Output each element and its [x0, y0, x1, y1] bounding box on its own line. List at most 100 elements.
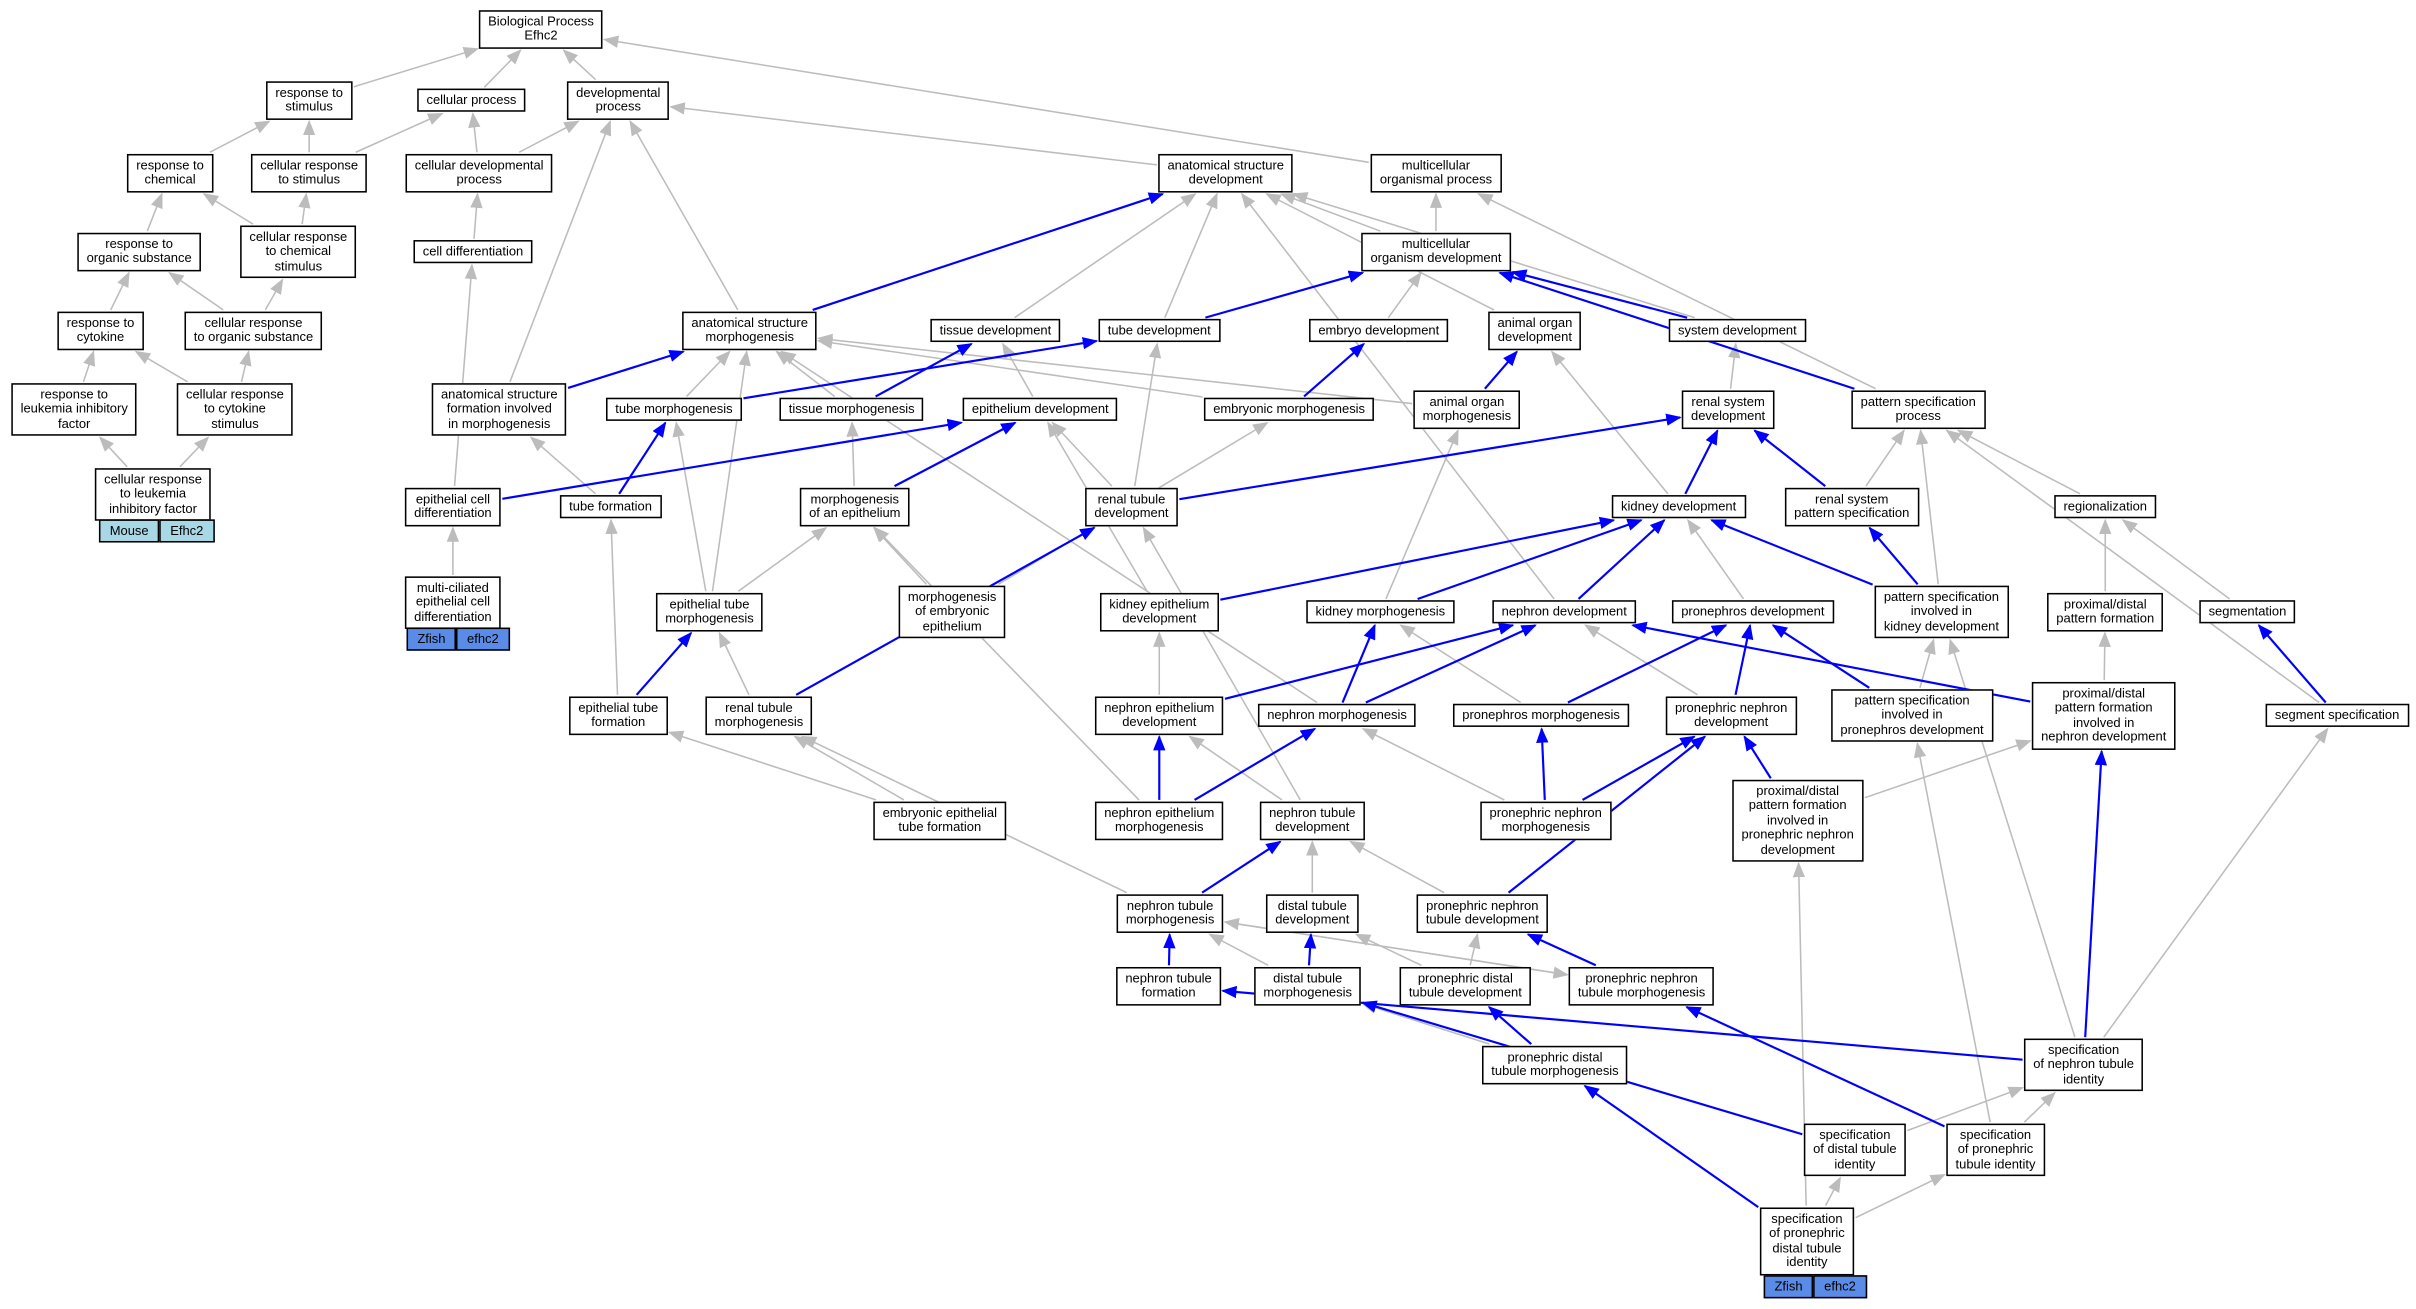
term-response-to-cytokine[interactable]: response to cytokine — [57, 311, 144, 350]
term-morphogenesis-of-embryonic-epithelium[interactable]: morphogenesis of embryonic epithelium — [898, 585, 1006, 639]
term-pronephros-morphogenesis[interactable]: pronephros morphogenesis — [1452, 703, 1630, 728]
term-multi-ciliated-epithelial-cell-differentiation[interactable]: multi-ciliated epithelial cell different… — [404, 576, 501, 630]
term-cellular-response-to-cytokine-stimulus[interactable]: cellular response to cytokine stimulus — [176, 383, 294, 437]
term-pronephric-nephron-tubule-development[interactable]: pronephric nephron tubule development — [1416, 894, 1549, 933]
term-specification-of-pronephric-tubule-identity[interactable]: specification of pronephric tubule ident… — [1946, 1123, 2045, 1177]
gene-label: efhc2 — [1813, 1275, 1867, 1299]
term-epithelium-development[interactable]: epithelium development — [962, 397, 1118, 422]
term-pronephric-nephron-tubule-morphogenesis[interactable]: pronephric nephron tubule morphogenesis — [1568, 966, 1715, 1006]
term-specification-of-pronephric-distal-tubule-identity[interactable]: specification of pronephric distal tubul… — [1759, 1207, 1854, 1275]
term-kidney-development[interactable]: kidney development — [1611, 495, 1746, 519]
term-renal-tubule-development[interactable]: renal tubule development — [1085, 487, 1178, 527]
term-response-to-leukemia-inhibitory-factor[interactable]: response to leukemia inhibitory factor — [11, 383, 138, 437]
term-embryonic-epithelial-tube-formation[interactable]: embryonic epithelial tube formation — [873, 801, 1007, 840]
gene-label: Efhc2 — [159, 519, 215, 543]
edge-ss-to-seg — [2257, 624, 2327, 704]
term-proximal-distal-pattern-formation[interactable]: proximal/distal pattern formation — [2047, 592, 2164, 632]
edge-spdti-to-sdti — [1824, 1176, 1841, 1207]
term-anatomical-structure-formation[interactable]: anatomical structure formation involved … — [431, 383, 567, 437]
term-renal-system-pattern-specification[interactable]: renal system pattern specification — [1784, 487, 1919, 527]
term-nephron-tubule-formation[interactable]: nephron tubule formation — [1116, 966, 1222, 1006]
term-specification-of-distal-tubule-identity[interactable]: specification of distal tubule identity — [1803, 1123, 1906, 1177]
edge-cdiff-to-cdp — [470, 192, 483, 239]
edge-km-to-kd — [1417, 518, 1643, 600]
term-nephron-tubule-morphogenesis[interactable]: nephron tubule morphogenesis — [1116, 894, 1224, 933]
term-animal-organ-morphogenesis[interactable]: animal organ morphogenesis — [1413, 390, 1521, 429]
edge-pm-to-prd — [1567, 624, 1728, 704]
annotated-edges — [502, 192, 2327, 1209]
term-epithelial-cell-differentiation[interactable]: epithelial cell differentiation — [404, 487, 501, 527]
term-cellular-developmental-process[interactable]: cellular developmental process — [405, 153, 553, 193]
term-renal-system-development[interactable]: renal system development — [1681, 390, 1775, 429]
term-developmental-process[interactable]: developmental process — [566, 81, 670, 120]
term-proximal-distal-pronephric-nephron-development[interactable]: proximal/distal pattern formation involv… — [1732, 779, 1864, 862]
edge-cp-to-bp — [483, 49, 522, 88]
term-distal-tubule-morphogenesis[interactable]: distal tubule morphogenesis — [1254, 966, 1362, 1006]
edge-nem-to-moe — [873, 526, 1140, 801]
term-nephron-development[interactable]: nephron development — [1492, 600, 1637, 625]
term-nephron-morphogenesis[interactable]: nephron morphogenesis — [1257, 703, 1417, 728]
term-nephron-epithelium-development[interactable]: nephron epithelium development — [1094, 696, 1224, 735]
term-multicellular-organism-development[interactable]: multicellular organism development — [1361, 232, 1511, 272]
edge-tubd-to-mod — [1205, 270, 1365, 319]
term-epithelial-tube-morphogenesis[interactable]: epithelial tube morphogenesis — [655, 592, 764, 632]
term-specification-of-nephron-tubule-identity[interactable]: specification of nephron tubule identity — [2023, 1038, 2144, 1092]
term-tube-morphogenesis[interactable]: tube morphogenesis — [605, 397, 742, 422]
edge-pntd-to-ntd — [1349, 840, 1445, 894]
edge-eetf-to-rtm — [793, 735, 905, 801]
term-tube-development[interactable]: tube development — [1098, 318, 1221, 343]
term-kidney-morphogenesis[interactable]: kidney morphogenesis — [1306, 600, 1455, 625]
term-pattern-specification-process[interactable]: pattern specification process — [1851, 390, 1986, 429]
edge-em-to-asm — [816, 336, 1203, 398]
term-morphogenesis-of-an-epithelium[interactable]: morphogenesis of an epithelium — [799, 487, 910, 527]
term-animal-organ-development[interactable]: animal organ development — [1488, 311, 1582, 350]
term-system-development[interactable]: system development — [1668, 318, 1807, 343]
term-embryo-development[interactable]: embryo development — [1309, 318, 1449, 343]
edge-tism-to-td — [875, 342, 973, 398]
term-pronephric-distal-tubule-morphogenesis[interactable]: pronephric distal tubule morphogenesis — [1482, 1045, 1628, 1085]
edge-crcy-to-rcy — [134, 350, 188, 383]
edge-pm-to-km — [1399, 624, 1522, 704]
term-distal-tubule-development[interactable]: distal tubule development — [1265, 894, 1359, 933]
term-renal-tubule-morphogenesis[interactable]: renal tubule morphogenesis — [705, 696, 813, 735]
edge-rtd-to-tubd — [1133, 342, 1162, 487]
edge-tf-to-tm — [618, 421, 667, 495]
term-anatomical-structure-development[interactable]: anatomical structure development — [1158, 153, 1294, 193]
term-nephron-tubule-development[interactable]: nephron tubule development — [1259, 801, 1365, 840]
term-multicellular-organismal-process[interactable]: multicellular organismal process — [1370, 153, 1502, 193]
term-response-to-chemical[interactable]: response to chemical — [126, 153, 214, 193]
term-tissue-morphogenesis[interactable]: tissue morphogenesis — [779, 397, 924, 422]
edge-ss-to-psp — [1945, 429, 2320, 704]
term-pattern-specification-kidney-development[interactable]: pattern specification involved in kidney… — [1874, 585, 2009, 639]
term-kidney-epithelium-development[interactable]: kidney epithelium development — [1099, 592, 1219, 632]
term-cellular-response-to-stimulus[interactable]: cellular response to stimulus — [250, 153, 368, 193]
term-cellular-response-to-chemical-stimulus[interactable]: cellular response to chemical stimulus — [240, 225, 357, 279]
term-pronephric-nephron-morphogenesis[interactable]: pronephric nephron morphogenesis — [1480, 801, 1612, 840]
term-nephron-epithelium-morphogenesis[interactable]: nephron epithelium morphogenesis — [1094, 801, 1224, 840]
term-embryonic-morphogenesis[interactable]: embryonic morphogenesis — [1203, 397, 1375, 422]
term-pronephric-distal-tubule-development[interactable]: pronephric distal tubule development — [1399, 966, 1532, 1006]
term-cell-differentiation[interactable]: cell differentiation — [413, 240, 533, 264]
term-segment-specification[interactable]: segment specification — [2265, 703, 2409, 728]
term-tube-formation[interactable]: tube formation — [559, 495, 662, 519]
term-pronephric-nephron-development[interactable]: pronephric nephron development — [1665, 696, 1797, 735]
edge-pnm-to-pm — [1536, 727, 1549, 800]
term-anatomical-structure-morphogenesis[interactable]: anatomical structure morphogenesis — [682, 311, 818, 350]
term-regionalization[interactable]: regionalization — [2054, 495, 2157, 519]
term-response-to-stimulus[interactable]: response to stimulus — [266, 81, 353, 120]
term-cellular-process[interactable]: cellular process — [417, 88, 526, 113]
term-segmentation[interactable]: segmentation — [2199, 600, 2296, 625]
term-tissue-development[interactable]: tissue development — [930, 318, 1061, 343]
term-pattern-specification-pronephros-development[interactable]: pattern specification involved in pronep… — [1831, 689, 1993, 743]
term-response-to-organic-substance[interactable]: response to organic substance — [77, 232, 201, 272]
term-biological-process[interactable]: Biological Process Efhc2 — [478, 10, 604, 49]
edge-ecd-to-epd — [502, 418, 963, 500]
edge-crcy-to-cros — [239, 350, 252, 382]
term-cellular-response-to-lif[interactable]: cellular response to leukemia inhibitory… — [94, 468, 212, 522]
term-proximal-distal-nephron-development[interactable]: proximal/distal pattern formation involv… — [2031, 681, 2176, 750]
term-cellular-response-to-organic-substance[interactable]: cellular response to organic substance — [184, 311, 323, 350]
term-pronephros-development[interactable]: pronephros development — [1671, 600, 1834, 625]
term-epithelial-tube-formation[interactable]: epithelial tube formation — [569, 696, 668, 735]
edge-pskd-to-psp — [1916, 428, 1939, 585]
edge-psp-to-mop — [1477, 193, 1877, 390]
